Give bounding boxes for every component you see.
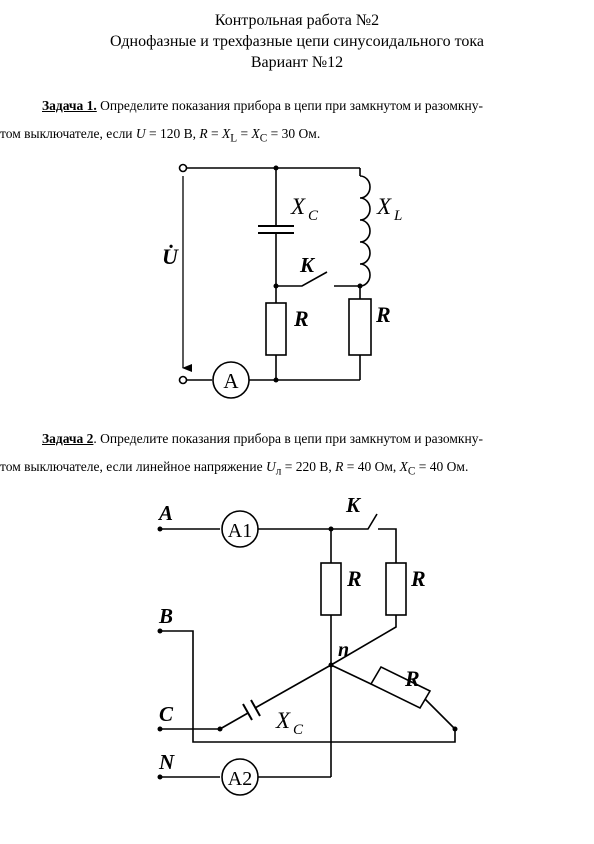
resistor-3-icon <box>369 665 432 710</box>
task2-text: Задача 2. Определите показания прибора в… <box>0 425 594 486</box>
switch-icon <box>276 271 360 287</box>
capacitor-icon <box>258 225 294 234</box>
task2-label: Задача 2 <box>42 431 94 446</box>
resistor-K-icon <box>385 562 407 616</box>
header-subtitle: Однофазные и трехфазные цепи синусоидаль… <box>110 33 484 50</box>
circuit-1 <box>178 163 372 399</box>
task2-Ul: U <box>266 459 276 474</box>
header-variant: Вариант №12 <box>250 54 344 71</box>
task1-label: Задача 1. <box>42 98 97 113</box>
r3-wire-1 <box>330 664 372 685</box>
terminal-top <box>178 163 188 173</box>
label-node-n: n <box>338 639 349 661</box>
label-R-3: R <box>404 666 420 691</box>
task1-XC-sub: C <box>259 132 268 145</box>
task2-R-val: = 40 Ом, <box>343 459 400 474</box>
resistor-A-icon <box>320 562 342 616</box>
label-XC: X <box>290 194 306 219</box>
task1-eq1: = <box>207 126 223 141</box>
label-XL-sub: L <box>393 208 402 224</box>
task1-text-a: Определите показания прибора в цепи при … <box>96 98 483 113</box>
circuit-1-labels: U̇ X C X L K R R A <box>162 194 402 393</box>
label-XC2: X <box>275 708 291 733</box>
phase-B-wire <box>161 630 456 743</box>
label-R-K: R <box>410 566 426 591</box>
task1-U-val: = 120 В, <box>145 126 200 141</box>
task1-XL-sub: L <box>230 132 238 145</box>
task2-Ul-val: = 220 В, <box>281 459 336 474</box>
task1-text-b: том выключателе, если <box>0 126 136 141</box>
label-XC-sub: C <box>308 208 319 224</box>
resistor-2-icon <box>348 298 372 356</box>
terminal-bottom <box>178 375 188 385</box>
cap-wire-1 <box>219 712 249 730</box>
label-neutral-N: N <box>158 750 175 774</box>
ammeter-A1-label: A1 <box>228 520 252 542</box>
label-R1: R <box>293 306 309 331</box>
label-phase-C: C <box>159 702 174 726</box>
task1-R: R <box>199 126 208 141</box>
document-header: Контрольная работа №2 Однофазные и трехф… <box>0 10 594 73</box>
task2-end: = 40 Ом. <box>415 459 469 474</box>
task1-text: Задача 1. Определите показания прибора в… <box>0 92 594 153</box>
label-XL: X <box>376 194 392 219</box>
circuit-2-labels: A B C N A1 A2 K R R n R X C <box>157 493 426 790</box>
circuit-2 <box>157 510 458 796</box>
switch-branch-wire <box>378 528 397 563</box>
inductor-icon <box>359 175 371 287</box>
header-title: Контрольная работа №2 <box>214 12 380 29</box>
label-XC2-sub: C <box>293 722 304 738</box>
ammeter-label: A <box>223 369 239 393</box>
task2-Ul-sub: л <box>275 465 282 478</box>
switch-R-to-n <box>330 615 397 666</box>
label-K2: K <box>345 493 362 517</box>
task2-XC: X <box>399 459 408 474</box>
task2-R: R <box>335 459 344 474</box>
label-phase-A: A <box>157 501 173 525</box>
task2-text-a: . Определите показания прибора в цепи пр… <box>93 431 483 446</box>
label-phase-B: B <box>158 604 173 628</box>
label-R-A: R <box>346 566 362 591</box>
task1-XC: X <box>251 126 260 141</box>
task2-text-b: том выключателе, если линейное напряжени… <box>0 459 266 474</box>
task1-eq2: = <box>237 126 252 141</box>
task1-U: U <box>135 126 146 141</box>
phase-A-wire-right <box>258 513 378 530</box>
cap-wire-2 <box>254 664 332 709</box>
label-K: K <box>299 253 316 277</box>
r3-wire-2 <box>424 698 456 730</box>
task2-XC-sub: C <box>407 465 416 478</box>
capacitor-2-icon <box>242 699 261 721</box>
ammeter-A2-label: A2 <box>228 768 252 790</box>
task1-XL: X <box>222 126 231 141</box>
label-R2: R <box>375 302 391 327</box>
label-U: U̇ <box>162 244 179 269</box>
task1-end: = 30 Ом. <box>267 126 321 141</box>
resistor-1-icon <box>265 302 287 356</box>
